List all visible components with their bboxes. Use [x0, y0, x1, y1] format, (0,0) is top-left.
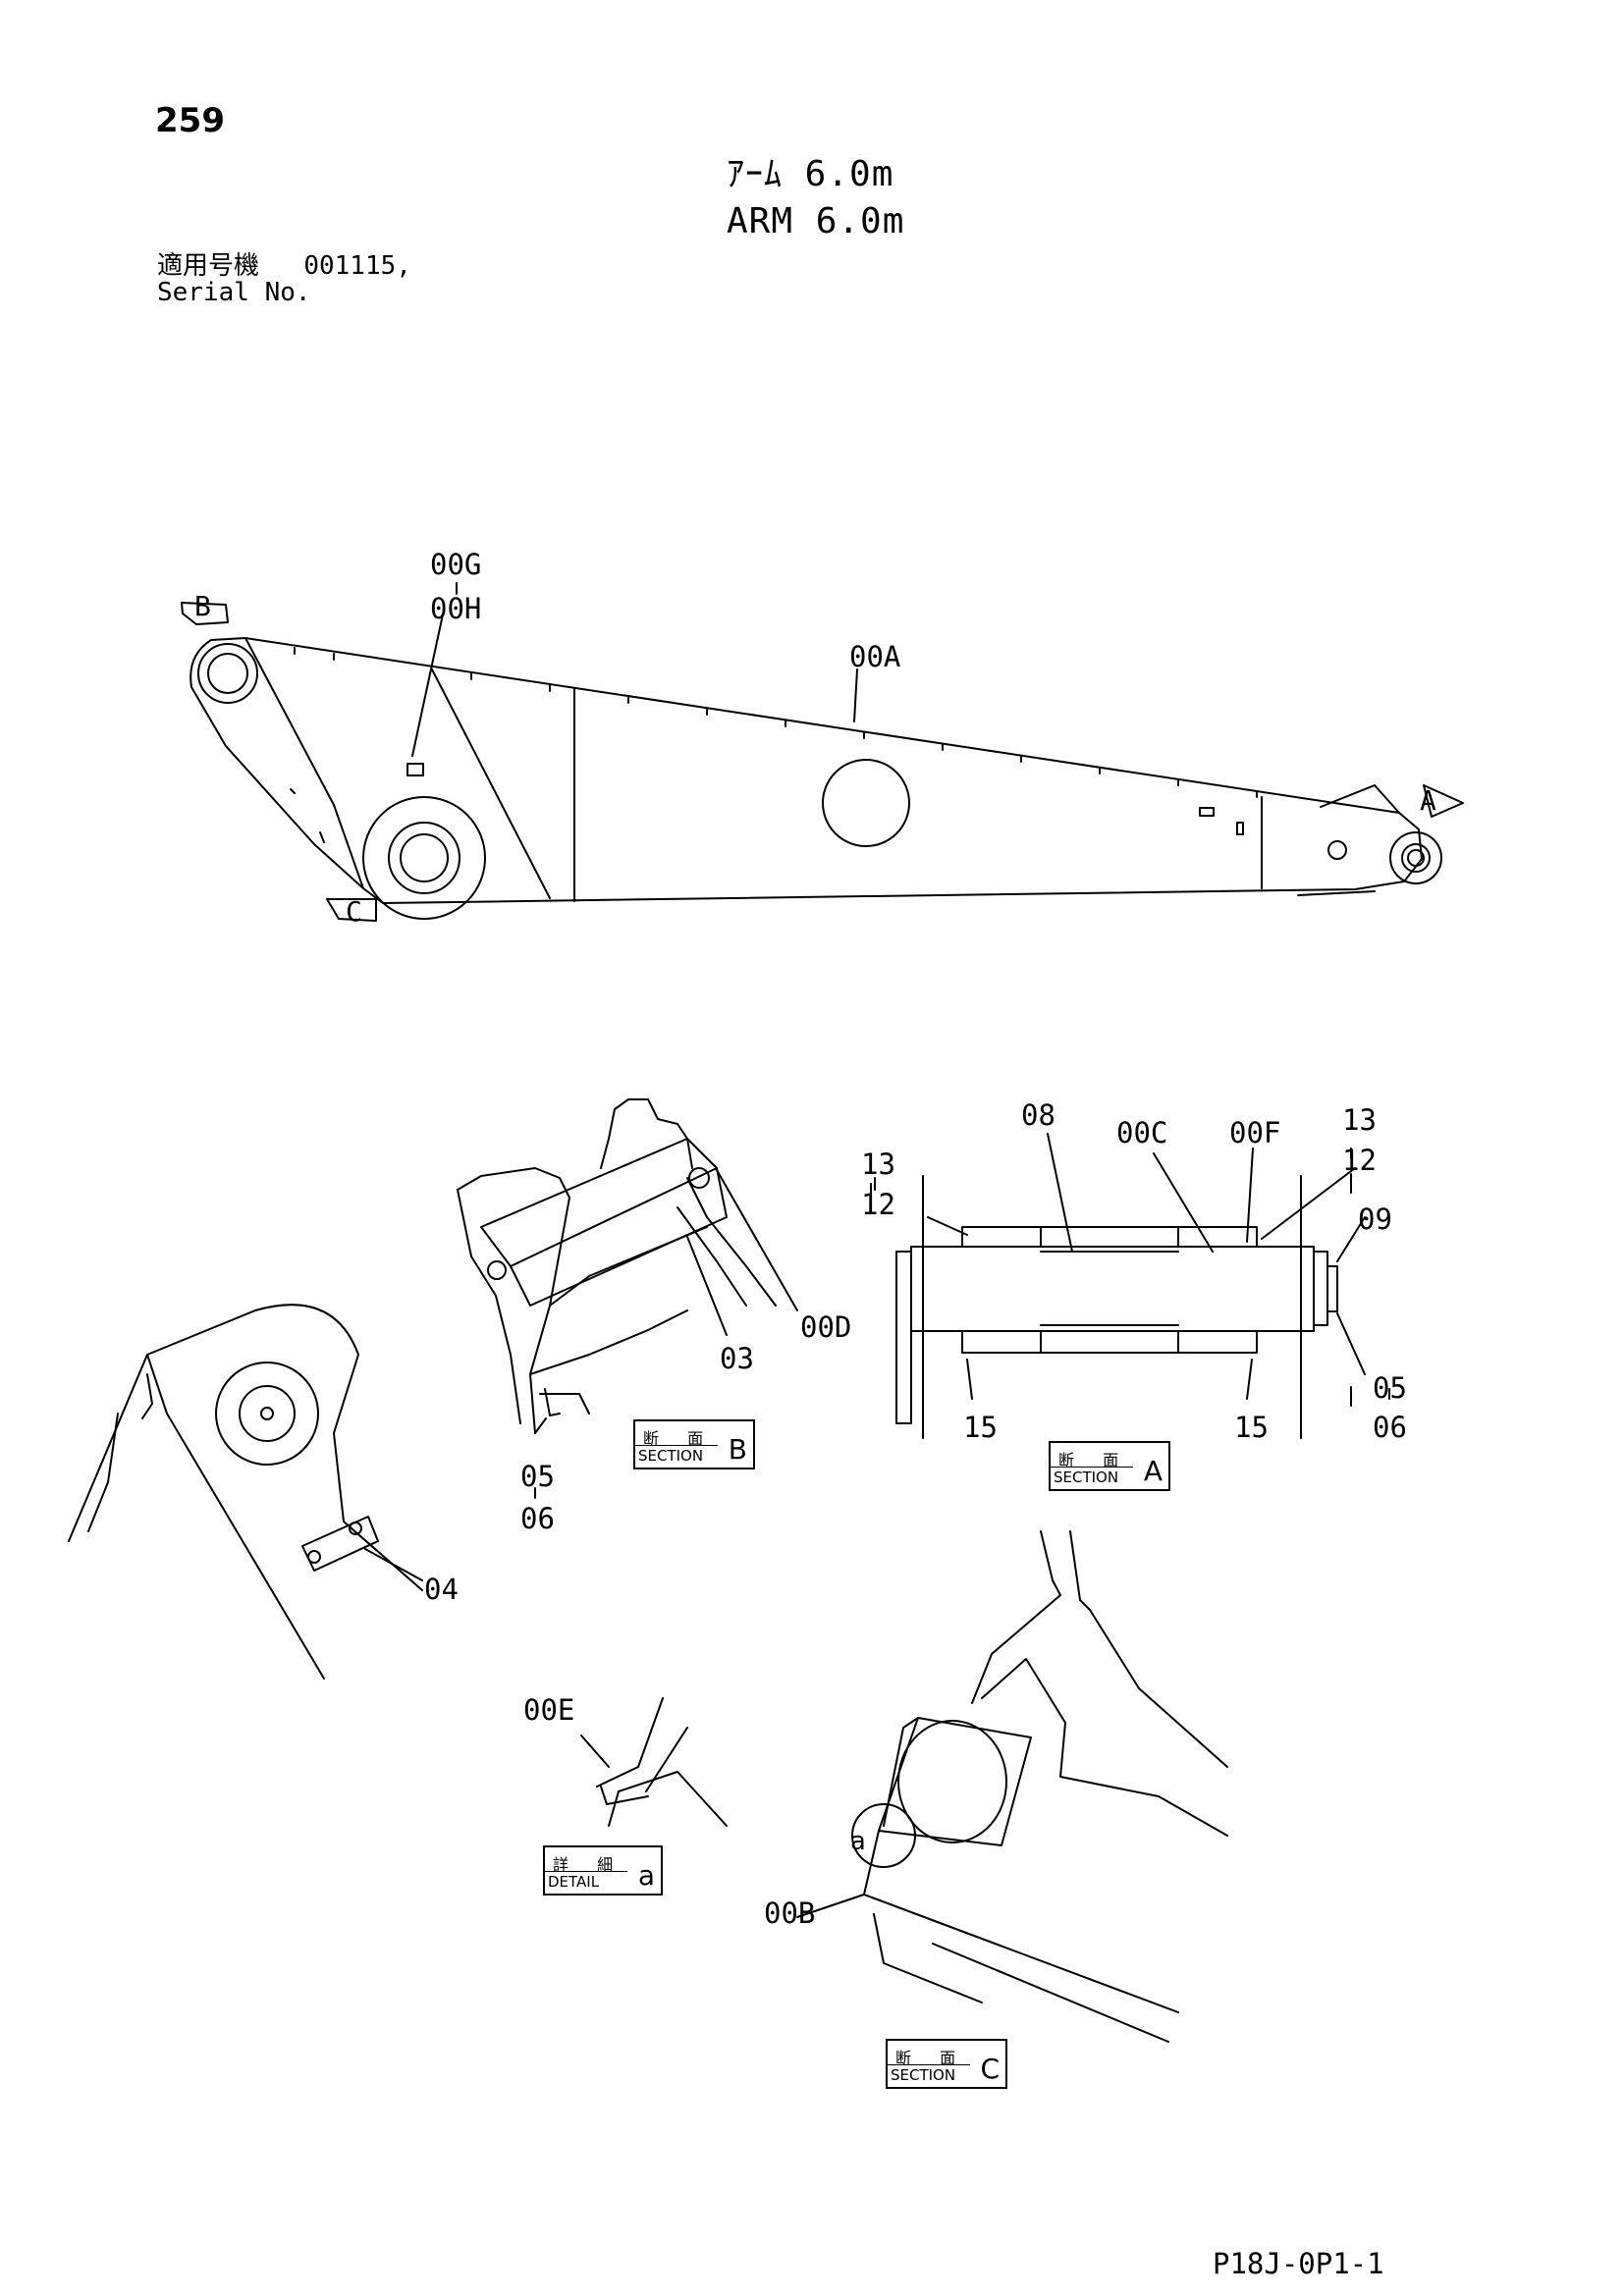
section-b-letter: B: [728, 1433, 747, 1466]
callout-05-right: 05: [1373, 1371, 1407, 1405]
section-arrow-b: B: [194, 590, 211, 622]
section-c-divider: [888, 2064, 970, 2065]
section-a-view: [870, 1133, 1366, 1439]
footer-code: P18J-0P1-1: [1213, 2247, 1384, 2280]
section-c-view: [68, 1304, 423, 1680]
section-c-en: SECTION: [891, 2066, 956, 2084]
serial-row: 適用号機 001115,: [157, 253, 411, 279]
callout-00e: 00E: [523, 1693, 575, 1727]
title-japanese: ｱｰﾑ 6.0m: [727, 154, 894, 194]
arm-side-view: [181, 602, 1464, 922]
detail-a-letter: a: [637, 1859, 655, 1892]
callout-06-right: 06: [1373, 1411, 1407, 1444]
section-a-en: SECTION: [1054, 1468, 1119, 1486]
section-c-jp: 断 面: [895, 2049, 968, 2067]
page-number: 259: [155, 101, 225, 140]
section-a-jp: 断 面: [1058, 1451, 1131, 1469]
detail-a-view: [580, 1697, 728, 1827]
section-c-label: 断 面 SECTION C: [886, 2039, 1007, 2089]
serial-label-english: Serial No.: [157, 278, 311, 307]
callout-04: 04: [424, 1573, 459, 1606]
callout-12-right: 12: [1342, 1144, 1377, 1177]
section-c-large-view: [796, 1530, 1228, 2043]
callout-08: 08: [1021, 1098, 1056, 1132]
callout-00a: 00A: [849, 640, 901, 673]
section-b-en: SECTION: [638, 1447, 704, 1465]
callout-15-left: 15: [963, 1411, 998, 1444]
section-arrow-a: A: [1420, 784, 1436, 817]
serial-value: 001115,: [303, 251, 411, 281]
section-a-divider: [1051, 1467, 1133, 1468]
section-b-divider: [635, 1445, 718, 1446]
callout-00g: 00G: [430, 548, 482, 581]
section-b-jp: 断 面: [643, 1429, 716, 1448]
callout-06-left: 06: [520, 1502, 555, 1535]
section-b-view: [457, 1098, 798, 1434]
callout-12-left: 12: [861, 1188, 895, 1221]
section-arrow-c: C: [346, 895, 362, 928]
section-a-label: 断 面 SECTION A: [1049, 1441, 1170, 1491]
callout-13-left: 13: [861, 1148, 895, 1181]
callout-00d: 00D: [800, 1310, 852, 1344]
callout-00h: 00H: [430, 592, 482, 625]
title-english: ARM 6.0m: [727, 201, 905, 241]
serial-label-japanese: 適用号機: [157, 251, 260, 281]
callout-a: a: [850, 1827, 866, 1856]
callout-13-right: 13: [1342, 1103, 1377, 1137]
section-b-label: 断 面 SECTION B: [633, 1419, 755, 1469]
callout-09: 09: [1358, 1202, 1392, 1236]
callout-00c: 00C: [1116, 1116, 1168, 1149]
callout-05-left: 05: [520, 1460, 555, 1493]
callout-00f: 00F: [1229, 1116, 1281, 1149]
detail-a-jp: 詳 細: [553, 1855, 625, 1874]
section-c-letter: C: [980, 2053, 1000, 2085]
section-a-letter: A: [1143, 1455, 1163, 1487]
callout-15-right: 15: [1234, 1411, 1269, 1444]
callout-03: 03: [720, 1342, 754, 1375]
detail-a-label: 詳 細 DETAIL a: [543, 1845, 663, 1896]
callout-00b: 00B: [764, 1896, 816, 1930]
detail-a-divider: [545, 1871, 627, 1872]
detail-a-en: DETAIL: [548, 1873, 600, 1891]
